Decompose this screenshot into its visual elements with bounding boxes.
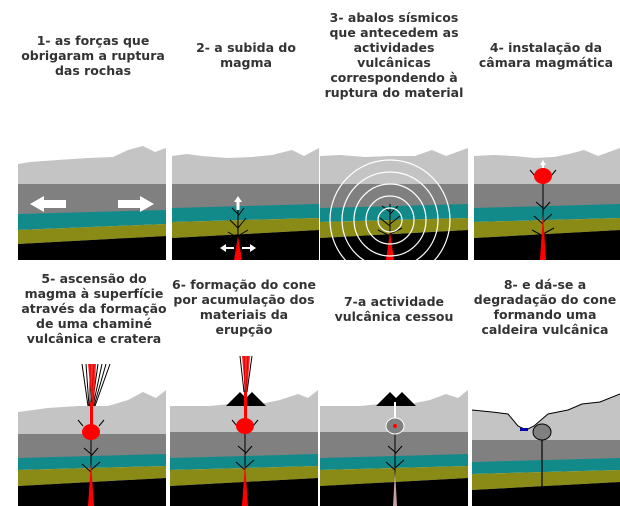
olive-layer bbox=[172, 218, 319, 238]
panel-step-1 bbox=[18, 146, 166, 260]
lava-fountain bbox=[242, 356, 250, 392]
dark-crust-layer bbox=[172, 184, 319, 208]
surface-crust bbox=[172, 148, 319, 184]
magma-plume bbox=[88, 462, 94, 506]
olive-layer bbox=[472, 470, 620, 490]
magma-plume bbox=[242, 464, 248, 506]
magma-plume bbox=[386, 232, 394, 260]
left-arrow-icon bbox=[220, 244, 234, 252]
olive-layer bbox=[18, 466, 166, 486]
olive-layer bbox=[320, 466, 468, 486]
teal-layer bbox=[472, 458, 620, 474]
mantle bbox=[320, 230, 468, 260]
teal-layer bbox=[320, 204, 468, 222]
panel-step-7 bbox=[320, 390, 468, 506]
caption-step-6: 6- formação do cone por acumulação dos m… bbox=[172, 277, 316, 337]
caption-step-1: 1- as forças que obrigaram a ruptura das… bbox=[21, 33, 165, 78]
up-arrow-icon bbox=[540, 160, 546, 168]
olive-layer bbox=[170, 466, 318, 486]
teal-layer bbox=[474, 204, 620, 222]
left-arrow-icon bbox=[30, 196, 66, 212]
mantle bbox=[472, 482, 620, 506]
caption-step-7: 7-a actividade vulcânica cessou bbox=[334, 294, 454, 324]
eruption-column bbox=[81, 363, 111, 407]
mantle bbox=[18, 236, 166, 260]
seismic-waves bbox=[329, 159, 451, 260]
volcanic-vent bbox=[90, 402, 93, 432]
panel-step-4 bbox=[474, 148, 620, 260]
panel-step-2 bbox=[172, 148, 319, 260]
caption-step-4: 4- instalação da câmara magmática bbox=[478, 40, 614, 70]
magma-chamber bbox=[534, 168, 552, 184]
teal-layer bbox=[18, 210, 166, 230]
teal-layer bbox=[170, 454, 318, 470]
teal-layer bbox=[320, 454, 468, 470]
dark-crust-layer bbox=[320, 432, 468, 458]
olive-layer bbox=[320, 218, 468, 238]
caption-step-8: 8- e dá-se a degradação do cone formando… bbox=[473, 277, 617, 337]
magma-chamber bbox=[236, 418, 254, 434]
cooling-magma-plume bbox=[393, 470, 397, 506]
panel-step-8 bbox=[472, 393, 620, 506]
caldera-lake bbox=[520, 428, 528, 431]
solidified-chamber bbox=[532, 423, 552, 441]
magma-plume bbox=[234, 236, 242, 260]
caption-step-2: 2- a subida do magma bbox=[196, 40, 296, 70]
surface-crust bbox=[320, 148, 468, 184]
residual-magma bbox=[393, 424, 397, 428]
olive-layer bbox=[18, 224, 166, 244]
olive-layer bbox=[474, 218, 620, 238]
dark-crust-layer bbox=[472, 440, 620, 462]
caption-step-5: 5- ascensão do magma à superfície atravé… bbox=[21, 271, 167, 346]
mantle bbox=[474, 230, 620, 260]
panel-step-3 bbox=[320, 148, 468, 260]
volcanic-cone bbox=[376, 392, 416, 406]
right-arrow-icon bbox=[118, 196, 154, 212]
volcanic-vent bbox=[244, 392, 247, 424]
magma-chamber bbox=[82, 424, 100, 440]
panel-step-6 bbox=[170, 355, 318, 506]
teal-layer bbox=[18, 454, 166, 470]
magma-plume bbox=[540, 214, 546, 260]
fracture-lines bbox=[231, 419, 259, 494]
mantle bbox=[172, 230, 319, 260]
lava-fountain bbox=[88, 364, 96, 406]
fracture-lines bbox=[385, 432, 405, 496]
fracture-lines bbox=[227, 206, 249, 248]
surface-crust bbox=[18, 146, 166, 184]
surface-crust bbox=[472, 394, 620, 440]
dark-crust-layer bbox=[474, 184, 620, 208]
dark-crust-layer bbox=[170, 432, 318, 458]
surface-crust bbox=[474, 148, 620, 184]
up-arrow-icon bbox=[234, 196, 242, 210]
panel-step-5 bbox=[18, 363, 166, 506]
right-arrow-icon bbox=[242, 244, 256, 252]
caldera-outline bbox=[472, 393, 620, 431]
teal-layer bbox=[172, 204, 319, 222]
caption-step-3: 3- abalos sísmicos que antecedem as acti… bbox=[324, 10, 464, 100]
